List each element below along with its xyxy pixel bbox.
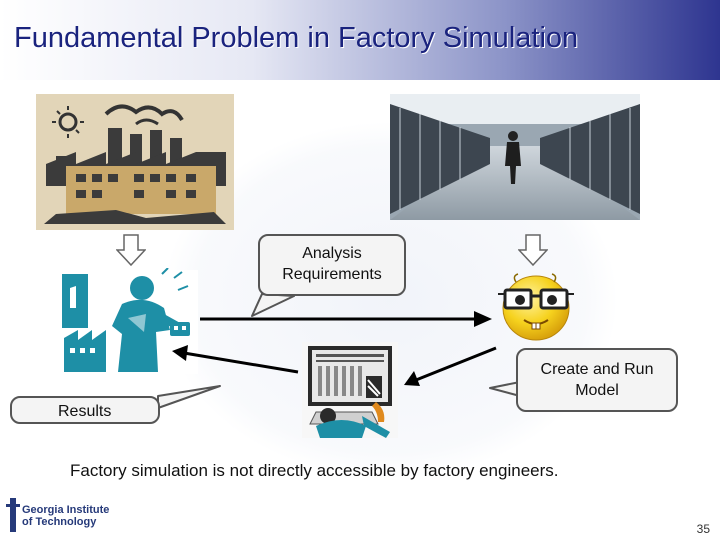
callout-results: Results	[10, 396, 160, 424]
title-bar: Fundamental Problem in Factory Simulatio…	[0, 0, 720, 80]
engineer-smiley	[498, 273, 574, 341]
logo-line-2: of Technology	[22, 516, 97, 528]
logo-line-1: Georgia Institute	[22, 504, 110, 516]
down-arrow-right	[518, 234, 548, 266]
factory-clipart	[36, 94, 234, 230]
slide-title: Fundamental Problem in Factory Simulatio…	[14, 22, 579, 54]
server-room-photo	[390, 94, 640, 220]
callout-create-run-model: Create and Run Model	[516, 348, 678, 412]
callout-analysis-requirements: Analysis Requirements	[258, 234, 406, 296]
computer-user-clipart	[302, 342, 398, 438]
down-arrow-left	[116, 234, 146, 266]
university-logo	[6, 498, 20, 532]
slide-caption: Factory simulation is not directly acces…	[70, 461, 559, 480]
page-number: 35	[696, 522, 710, 536]
worker-clipart	[62, 268, 198, 374]
